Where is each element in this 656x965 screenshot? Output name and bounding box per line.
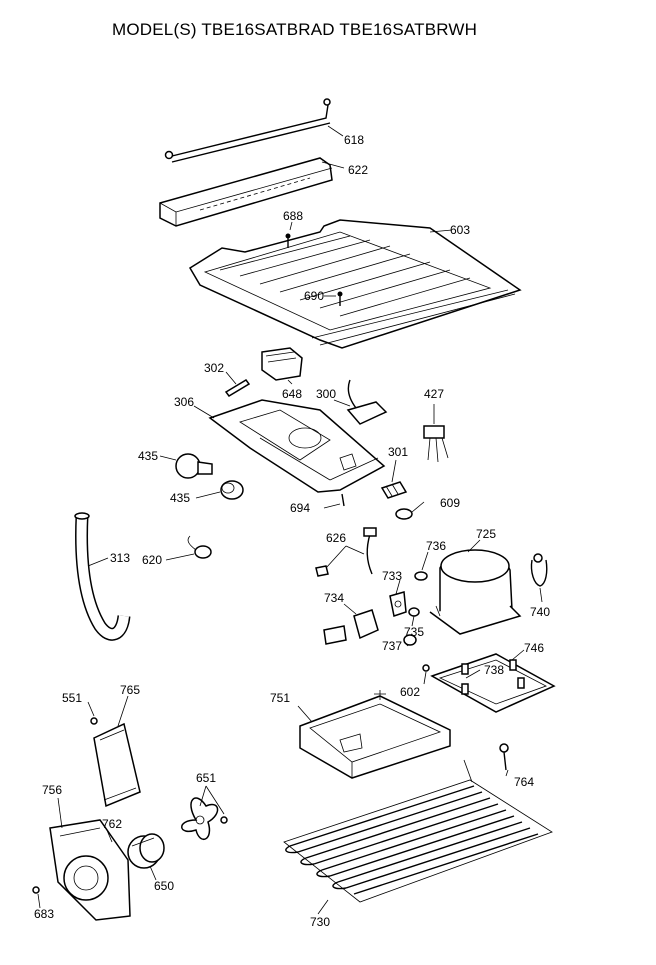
part-735-cap xyxy=(408,607,420,617)
part-756-shroud xyxy=(49,819,131,921)
part-746-platform xyxy=(430,653,556,713)
label-690: 690 xyxy=(304,289,324,303)
part-737-cover xyxy=(403,634,417,646)
label-435-bulb: 435 xyxy=(138,449,158,463)
part-736-grommet xyxy=(414,571,428,581)
label-602: 602 xyxy=(400,685,420,699)
label-618: 618 xyxy=(344,133,364,147)
label-603: 603 xyxy=(450,223,470,237)
label-626: 626 xyxy=(326,531,346,545)
part-650-motor xyxy=(127,833,165,869)
label-427: 427 xyxy=(424,387,444,401)
part-551-screw xyxy=(90,717,98,725)
part-764-bolt xyxy=(499,743,509,771)
part-609-grommet xyxy=(395,508,413,520)
part-688-screw xyxy=(285,233,291,248)
diagram-title: MODEL(S) TBE16SATBRAD TBE16SATBRWH xyxy=(112,20,478,39)
label-650: 650 xyxy=(154,879,174,893)
part-427-connector xyxy=(423,425,449,463)
label-622: 622 xyxy=(348,163,368,177)
part-694-screw xyxy=(341,493,345,507)
part-435-bulb xyxy=(175,453,213,479)
label-620: 620 xyxy=(142,553,162,567)
label-725: 725 xyxy=(476,527,496,541)
part-648-control xyxy=(261,347,303,381)
label-746: 746 xyxy=(524,641,544,655)
part-690-screw xyxy=(337,291,343,306)
label-551: 551 xyxy=(62,691,82,705)
label-738: 738 xyxy=(484,663,504,677)
part-626-harness xyxy=(315,527,377,577)
label-733: 733 xyxy=(382,569,402,583)
label-302: 302 xyxy=(204,361,224,375)
label-735: 735 xyxy=(404,625,424,639)
label-306: 306 xyxy=(174,395,194,409)
part-765-plate xyxy=(93,722,141,808)
part-435-socket xyxy=(220,480,244,500)
label-730: 730 xyxy=(310,915,330,929)
part-618-rod xyxy=(164,98,331,163)
part-740-bracket xyxy=(530,553,548,587)
label-300: 300 xyxy=(316,387,336,401)
part-313-tube xyxy=(74,512,131,641)
label-683: 683 xyxy=(34,907,54,921)
part-620-heater xyxy=(187,535,212,559)
label-688: 688 xyxy=(283,209,303,223)
label-756: 756 xyxy=(42,783,62,797)
label-751: 751 xyxy=(270,691,290,705)
part-labels: 618 622 688 603 690 302 648 300 427 306 … xyxy=(34,133,550,929)
label-648: 648 xyxy=(282,387,302,401)
leader-lines xyxy=(37,125,543,915)
label-734: 734 xyxy=(324,591,344,605)
label-651: 651 xyxy=(196,771,216,785)
label-301: 301 xyxy=(388,445,408,459)
part-622-channel xyxy=(159,157,333,227)
part-683-screw xyxy=(32,886,40,894)
part-733-relay xyxy=(389,591,407,617)
label-694: 694 xyxy=(290,501,310,515)
label-737: 737 xyxy=(382,639,402,653)
part-734-overload xyxy=(323,609,379,645)
label-313: 313 xyxy=(110,551,130,565)
label-609: 609 xyxy=(440,496,460,510)
part-300-switch xyxy=(346,379,388,425)
part-603-pan xyxy=(188,219,522,349)
part-725-compressor xyxy=(429,549,522,635)
part-751-drain-pan xyxy=(299,690,451,779)
part-651-fan xyxy=(181,797,228,840)
label-740: 740 xyxy=(530,605,550,619)
label-764: 764 xyxy=(514,775,534,789)
part-301-sensor xyxy=(380,481,408,499)
part-306-housing xyxy=(208,399,386,493)
label-736: 736 xyxy=(426,539,446,553)
part-730-condenser xyxy=(283,759,553,903)
part-602-screw xyxy=(422,664,430,672)
label-762: 762 xyxy=(102,817,122,831)
label-765: 765 xyxy=(120,683,140,697)
part-302-pin xyxy=(224,379,251,397)
label-435-socket: 435 xyxy=(170,491,190,505)
